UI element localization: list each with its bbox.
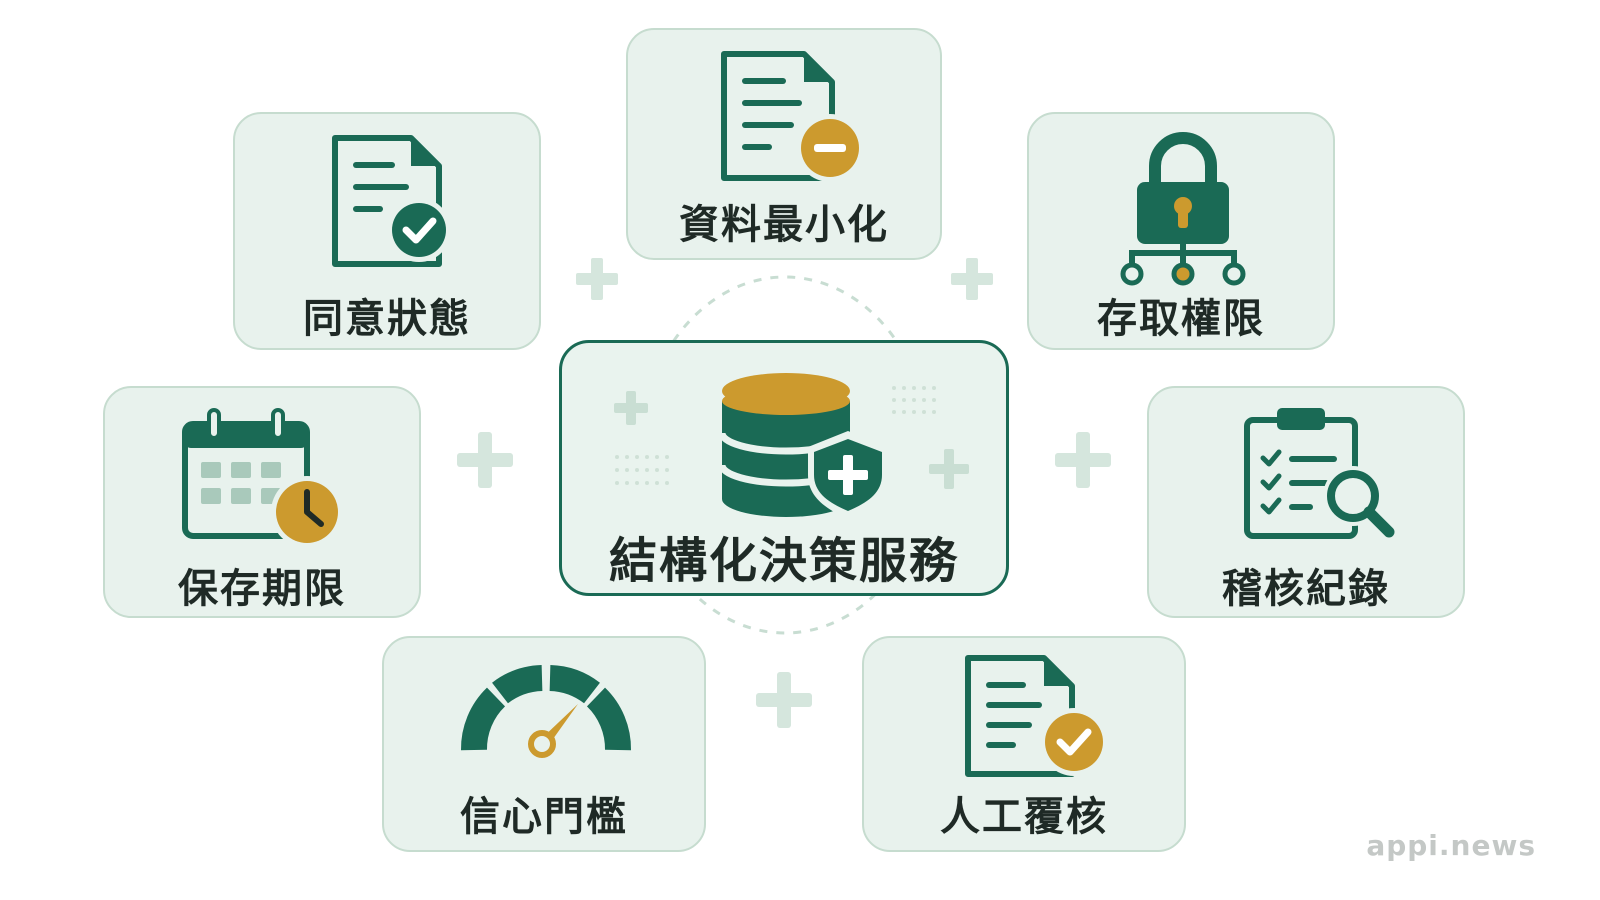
node-label-access: 存取權限 <box>1097 296 1265 342</box>
lock-network-icon <box>1120 132 1246 286</box>
plus-decoration-top-right <box>951 258 993 300</box>
node-label-confidence: 信心門檻 <box>460 794 628 840</box>
center-card-decorations <box>614 386 969 489</box>
document-minus-icon <box>721 51 864 182</box>
node-label-minimization: 資料最小化 <box>679 202 889 248</box>
node-card-consent: 同意狀態 <box>233 112 541 350</box>
plus-decoration-left <box>457 432 513 488</box>
gauge-icon <box>461 665 631 758</box>
node-label-retention: 保存期限 <box>178 566 346 612</box>
node-label-review: 人工覆核 <box>940 794 1108 840</box>
node-card-access: 存取權限 <box>1027 112 1335 350</box>
node-label-audit: 稽核紀錄 <box>1222 566 1390 612</box>
plus-decoration-bottom <box>756 672 812 728</box>
center-service-label: 結構化決策服務 <box>608 533 959 589</box>
node-card-retention: 保存期限 <box>103 386 421 618</box>
node-card-review: 人工覆核 <box>862 636 1186 852</box>
document-check-icon <box>965 655 1108 777</box>
node-card-minimization: 資料最小化 <box>626 28 942 260</box>
database-shield-icon <box>718 373 888 519</box>
node-card-confidence: 信心門檻 <box>382 636 706 852</box>
center-service-card: 結構化決策服務 <box>559 340 1009 596</box>
node-label-consent: 同意狀態 <box>303 296 471 342</box>
document-check-icon <box>332 135 451 267</box>
clipboard-search-icon <box>1244 408 1395 539</box>
plus-decoration-top-left <box>576 258 618 300</box>
plus-decoration-right <box>1055 432 1111 488</box>
node-card-audit: 稽核紀錄 <box>1147 386 1465 618</box>
calendar-clock-icon <box>182 408 343 548</box>
watermark: appi.news <box>1366 829 1536 862</box>
